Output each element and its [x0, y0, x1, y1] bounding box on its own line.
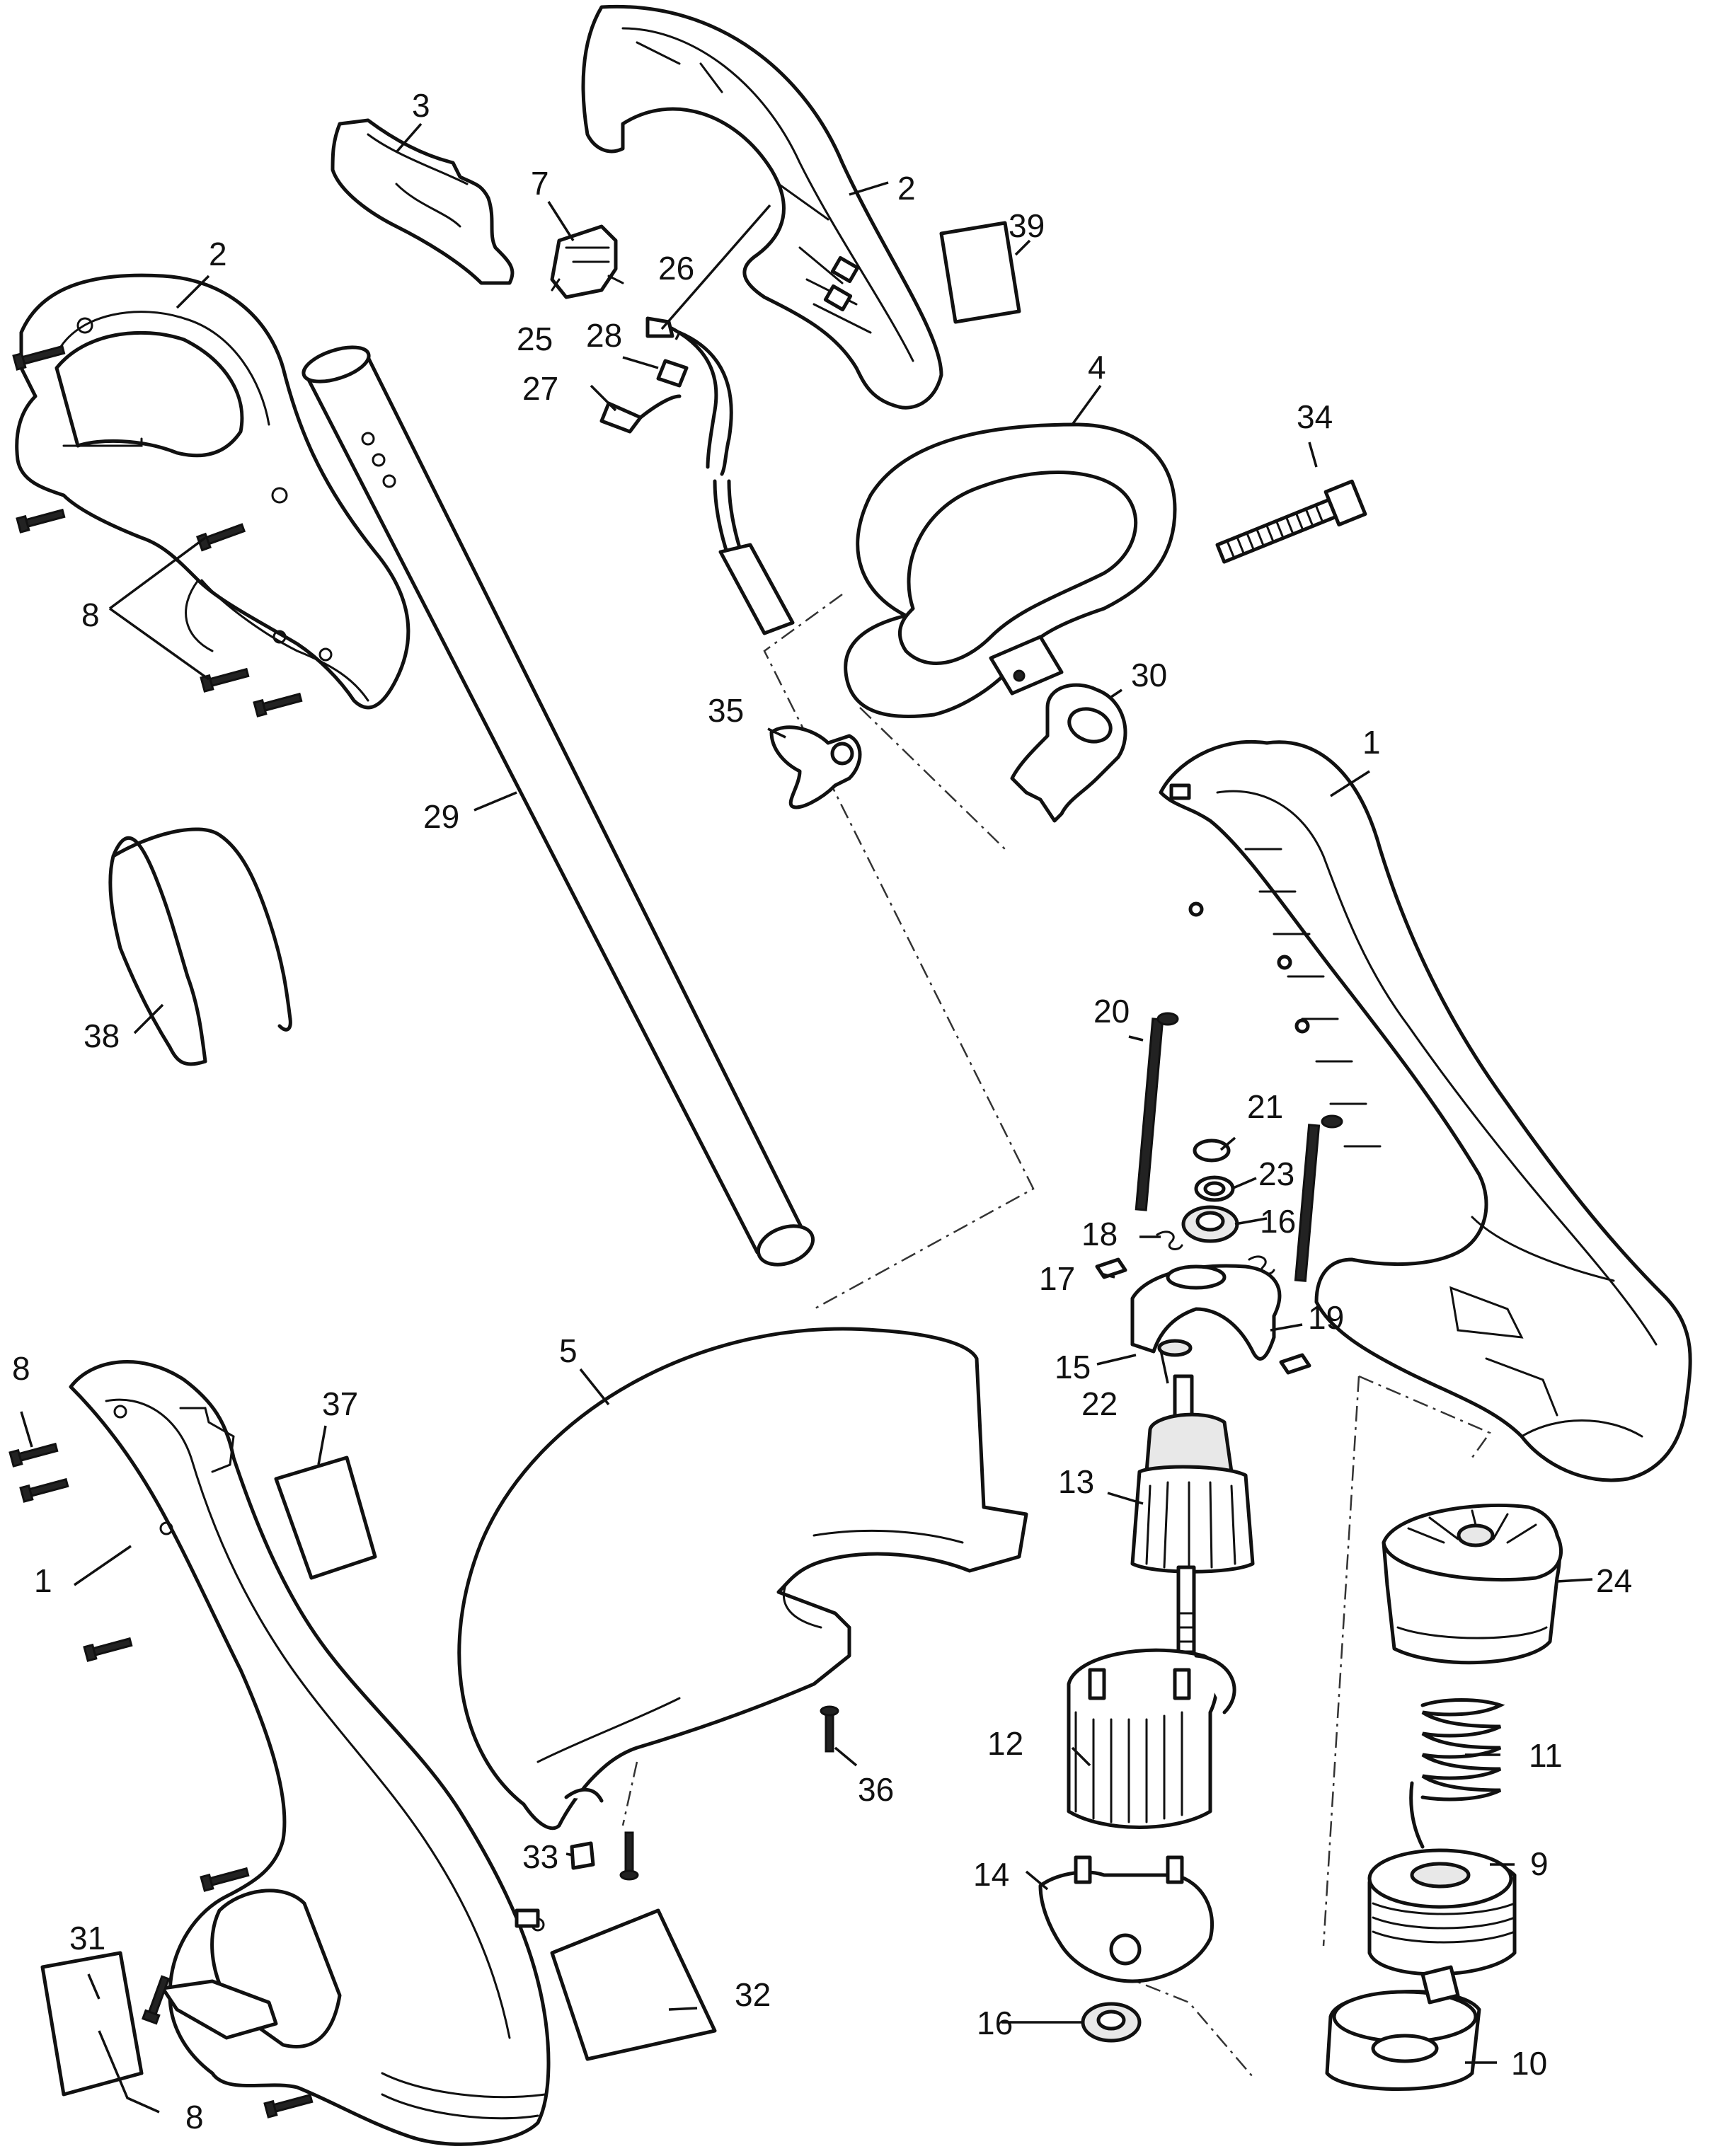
callout-8-handle: 8 — [81, 596, 100, 633]
guard-part-5 — [457, 1327, 1028, 1831]
callout-8-bottom: 8 — [185, 2099, 204, 2135]
field-stator-part-12 — [1067, 1648, 1236, 1829]
bolt-part-34 — [1215, 479, 1367, 564]
leader-lines — [20, 122, 1593, 2114]
retaining-ring-part-21 — [1193, 1138, 1231, 1163]
line-spool-part-9 — [1367, 1781, 1517, 1976]
screw-part-8-housing-set — [8, 1442, 314, 2118]
callout-2-top: 2 — [897, 170, 916, 207]
through-bolt-part-20 — [1135, 1012, 1343, 1282]
carbon-brush-part-17 — [1095, 1257, 1311, 1375]
label-plate-part-37 — [274, 1455, 377, 1580]
washer-part-23 — [1194, 1175, 1235, 1202]
callout-30: 30 — [1131, 657, 1167, 693]
label-plate-part-32 — [550, 1908, 717, 2061]
callout-29: 29 — [423, 798, 459, 835]
label-plate-part-39 — [939, 221, 1021, 324]
callout-39: 39 — [1009, 207, 1045, 244]
shaft-tube-part-29 — [302, 345, 815, 1267]
thrust-washer-part-22 — [1157, 1339, 1193, 1357]
callout-33: 33 — [522, 1838, 558, 1875]
callout-21: 21 — [1247, 1088, 1283, 1125]
callout-10: 10 — [1511, 2045, 1547, 2082]
wire-bail-part-38 — [108, 827, 292, 1066]
callout-18: 18 — [1081, 1216, 1118, 1252]
callout-8-top-left: 8 — [12, 1350, 30, 1387]
end-bracket-part-14 — [1038, 1855, 1214, 1983]
callout-19: 19 — [1308, 1299, 1344, 1336]
callout-11: 11 — [1529, 1737, 1563, 1774]
screw-part-8-set — [12, 345, 303, 717]
callout-36: 36 — [858, 1771, 894, 1808]
label-plate-part-31 — [40, 1951, 144, 2097]
switch-trigger-part-3 — [331, 118, 515, 285]
callout-3: 3 — [412, 87, 430, 124]
callout-4: 4 — [1088, 349, 1106, 386]
callout-25: 25 — [517, 321, 553, 357]
auxiliary-handle-part-4 — [844, 422, 1177, 718]
callout-20: 20 — [1093, 993, 1130, 1030]
spring-part-11 — [1420, 1698, 1505, 1802]
callout-13: 13 — [1058, 1463, 1094, 1500]
callout-31: 31 — [69, 1920, 105, 1956]
motor-housing-right-part-1 — [1159, 740, 1692, 1482]
callout-15: 15 — [1055, 1349, 1091, 1385]
spool-cap-part-10 — [1325, 1965, 1481, 2091]
callout-7: 7 — [531, 165, 549, 202]
armature-part-13 — [1130, 1374, 1255, 1654]
callout-32: 32 — [735, 1976, 771, 2013]
screw-part-36 — [820, 1705, 839, 1753]
handle-half-left-part-2 — [15, 273, 410, 710]
wire-harness — [599, 316, 795, 635]
callout-35: 35 — [708, 692, 744, 729]
handle-clamp-part-30 — [1010, 683, 1127, 823]
switch-part-7 — [550, 224, 624, 299]
fan-spool-housing-part-24 — [1382, 1503, 1563, 1665]
handle-half-right-part-2 — [581, 4, 943, 410]
callout-26: 26 — [658, 250, 694, 287]
callout-2-left: 2 — [209, 236, 227, 272]
callout-14: 14 — [973, 1856, 1009, 1893]
callout-22: 22 — [1081, 1385, 1118, 1422]
callout-38: 38 — [84, 1018, 120, 1054]
callout-28: 28 — [586, 317, 622, 354]
callout-34: 34 — [1297, 398, 1333, 435]
assembly-guide-lines — [621, 593, 1491, 2077]
callout-5: 5 — [559, 1332, 578, 1369]
callout-16-upper: 16 — [1260, 1203, 1296, 1240]
callout-labels: 1 1 2 2 3 4 5 7 8 8 8 9 10 11 12 13 14 1… — [12, 87, 1632, 2135]
brush-holder-part-15 — [1130, 1264, 1282, 1361]
nut-part-33 — [570, 1831, 639, 1881]
bearing-upper-part-16 — [1181, 1205, 1239, 1243]
motor-housing-left-part-1 — [69, 1360, 551, 2146]
callout-16-lower: 16 — [977, 2005, 1013, 2041]
callout-37: 37 — [322, 1385, 358, 1422]
callout-24: 24 — [1596, 1562, 1632, 1599]
wing-nut-part-35 — [769, 725, 862, 809]
callout-27: 27 — [522, 370, 558, 407]
callout-9: 9 — [1530, 1845, 1549, 1882]
callout-23: 23 — [1258, 1155, 1294, 1192]
callout-12: 12 — [987, 1725, 1023, 1762]
callout-1-right: 1 — [1362, 724, 1381, 761]
callout-17: 17 — [1039, 1260, 1075, 1297]
callout-1-left: 1 — [34, 1562, 52, 1599]
bearing-lower-part-16 — [1081, 2002, 1142, 2043]
